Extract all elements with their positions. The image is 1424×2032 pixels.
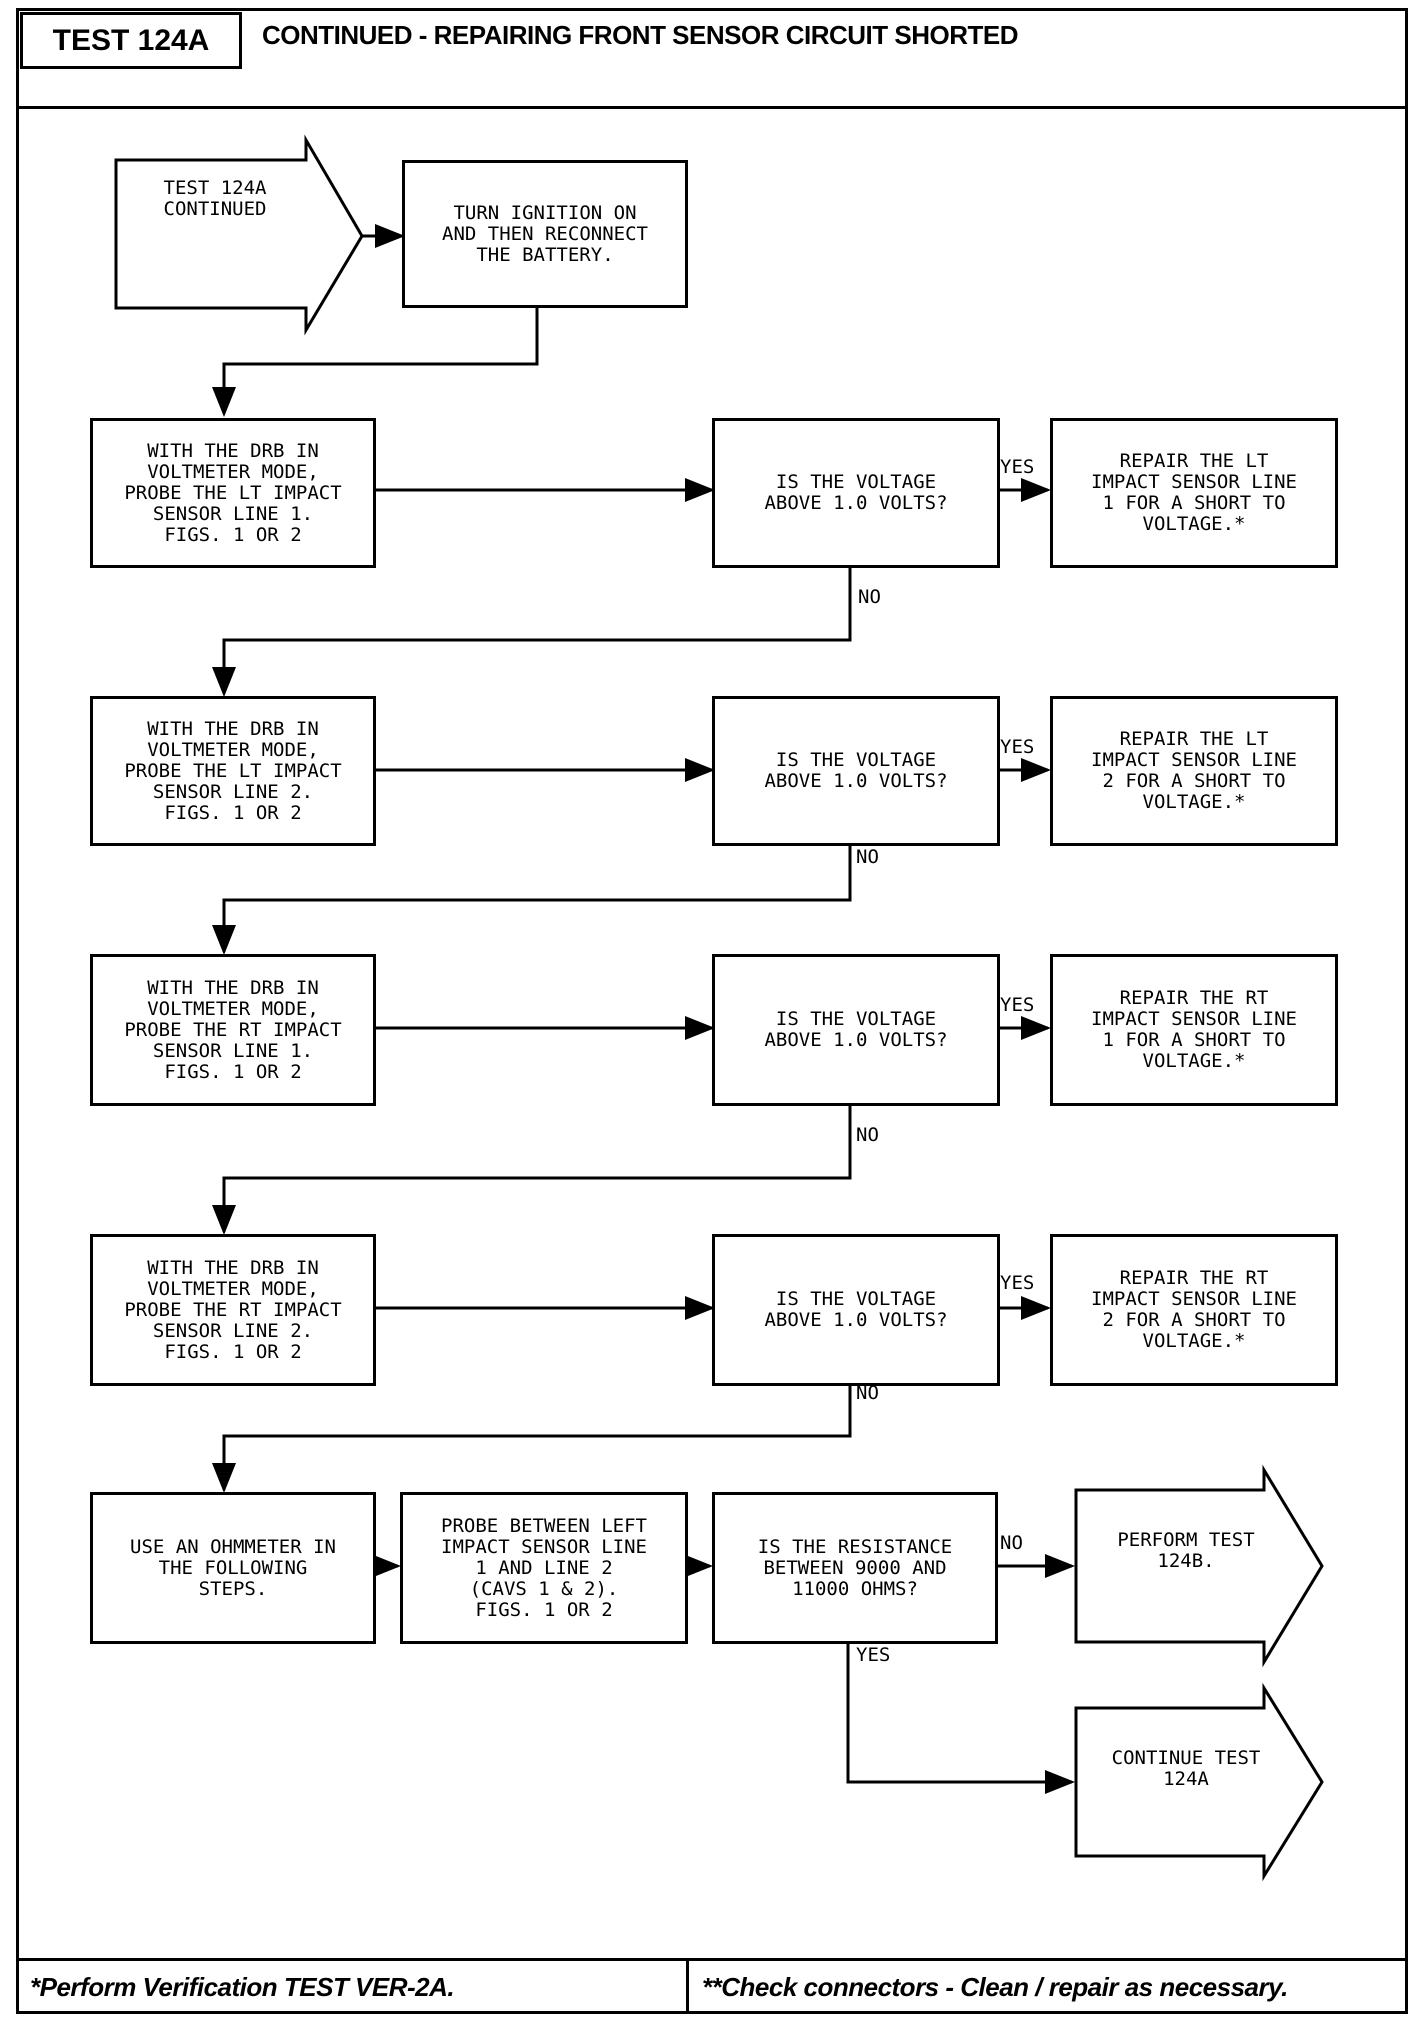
continue-124a-label: CONTINUE TEST 124A <box>1111 1747 1261 1790</box>
voltage-question-4: IS THE VOLTAGE ABOVE 1.0 VOLTS? <box>712 1234 1000 1386</box>
page-title: CONTINUED - REPAIRING FRONT SENSOR CIRCU… <box>262 20 1018 50</box>
no-label-1: NO <box>858 586 881 608</box>
footer-separator <box>686 1960 689 2014</box>
header-divider <box>16 106 1408 109</box>
no-label-3: NO <box>856 1124 879 1146</box>
page-frame <box>16 8 1408 2014</box>
yes-label-1: YES <box>1000 456 1035 478</box>
repair-lt-line1: REPAIR THE LT IMPACT SENSOR LINE 1 FOR A… <box>1050 418 1338 568</box>
repair-lt-line2: REPAIR THE LT IMPACT SENSOR LINE 2 FOR A… <box>1050 696 1338 846</box>
repair-rt-line1: REPAIR THE RT IMPACT SENSOR LINE 1 FOR A… <box>1050 954 1338 1106</box>
probe-lt-line1-step: WITH THE DRB IN VOLTMETER MODE, PROBE TH… <box>90 418 376 568</box>
no-label-2: NO <box>856 846 879 868</box>
probe-lt-line2-step: WITH THE DRB IN VOLTMETER MODE, PROBE TH… <box>90 696 376 846</box>
voltage-question-3: IS THE VOLTAGE ABOVE 1.0 VOLTS? <box>712 954 1000 1106</box>
probe-rt-line2-step: WITH THE DRB IN VOLTMETER MODE, PROBE TH… <box>90 1234 376 1386</box>
perform-124b-shape <box>1074 1464 1324 1668</box>
voltage-question-1: IS THE VOLTAGE ABOVE 1.0 VOLTS? <box>712 418 1000 568</box>
probe-rt-line1-step: WITH THE DRB IN VOLTMETER MODE, PROBE TH… <box>90 954 376 1106</box>
yes-label-4: YES <box>1000 1272 1035 1294</box>
no-label-4: NO <box>856 1382 879 1404</box>
footer-note-left: *Perform Verification TEST VER-2A. <box>30 1972 455 2002</box>
ohmmeter-step: USE AN OHMMETER IN THE FOLLOWING STEPS. <box>90 1492 376 1644</box>
voltage-question-2: IS THE VOLTAGE ABOVE 1.0 VOLTS? <box>712 696 1000 846</box>
probe-between-step: PROBE BETWEEN LEFT IMPACT SENSOR LINE 1 … <box>400 1492 688 1644</box>
start-label: TEST 124A CONTINUED <box>163 177 267 220</box>
repair-rt-line2: REPAIR THE RT IMPACT SENSOR LINE 2 FOR A… <box>1050 1234 1338 1386</box>
turn-ignition-step: TURN IGNITION ON AND THEN RECONNECT THE … <box>402 160 688 308</box>
footer-note-right: **Check connectors - Clean / repair as n… <box>702 1972 1288 2002</box>
footer-divider <box>16 1958 1408 1961</box>
no-label-5: NO <box>1000 1532 1023 1554</box>
test-id: TEST 124A <box>20 12 242 69</box>
yes-label-3: YES <box>1000 994 1035 1016</box>
resistance-question: IS THE RESISTANCE BETWEEN 9000 AND 11000… <box>712 1492 998 1644</box>
continue-124a-shape <box>1074 1682 1324 1882</box>
start-connector-shape <box>114 134 364 336</box>
perform-124b-label: PERFORM TEST 124B. <box>1117 1529 1255 1572</box>
yes-label-2: YES <box>1000 736 1035 758</box>
yes-label-5: YES <box>856 1644 891 1666</box>
